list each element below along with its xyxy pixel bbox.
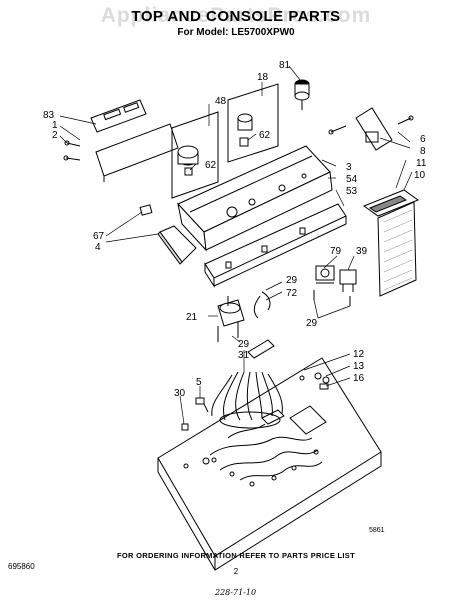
- callout-62-upper: 62: [259, 130, 271, 141]
- callout-29-middle: 29: [238, 339, 250, 350]
- callout-3: 3: [346, 162, 352, 173]
- leader-lines: [59, 65, 413, 425]
- callout-81: 81: [279, 60, 291, 71]
- callout-67: 67: [93, 231, 105, 242]
- callout-13: 13: [353, 361, 365, 372]
- page-title: TOP AND CONSOLE PARTS: [131, 8, 341, 25]
- callout-39: 39: [356, 246, 368, 257]
- callout-10: 10: [414, 170, 426, 181]
- callout-2: 2: [52, 130, 58, 141]
- handwritten-note: 228-71-10: [215, 588, 257, 597]
- callout-21: 21: [186, 312, 198, 323]
- selector-knob-assembly: [227, 83, 279, 163]
- timer: [217, 296, 245, 342]
- harness-lead: [253, 291, 271, 319]
- callout-6: 6: [420, 134, 426, 145]
- wire-harness: [211, 371, 283, 429]
- callout-18: 18: [257, 72, 269, 83]
- page-number: 2: [233, 567, 239, 576]
- push-to-start-switch: [339, 269, 357, 292]
- callout-1: 1: [52, 120, 58, 131]
- callout-62-lower: 62: [205, 160, 217, 171]
- console-body: [177, 145, 333, 252]
- callout-31: 31: [238, 350, 250, 361]
- callout-16: 16: [353, 373, 365, 384]
- callout-12: 12: [353, 349, 365, 360]
- end-cap-right: [328, 107, 414, 151]
- ordering-note: FOR ORDERING INFORMATION REFER TO PARTS …: [117, 551, 355, 560]
- rotary-switch: [315, 265, 335, 284]
- watermark: AppliancePartsPros.com: [100, 4, 372, 27]
- callout-4: 4: [95, 242, 101, 253]
- timer-knob-assembly: [171, 111, 219, 199]
- screws: [313, 290, 351, 306]
- callout-72: 72: [286, 288, 298, 299]
- lint-screen: [362, 189, 420, 297]
- model-line: For Model: LE5700XPW0: [177, 27, 295, 38]
- callout-53: 53: [346, 186, 358, 197]
- callout-79: 79: [330, 246, 342, 257]
- callout-8: 8: [420, 146, 426, 157]
- callout-11: 11: [416, 158, 427, 169]
- callout-labels: 83 1 2 48 18 81 62 62 6 8 11 10 3 54 53 …: [43, 60, 427, 399]
- dryer-top-panel: [157, 339, 382, 571]
- callout-54: 54: [346, 174, 358, 185]
- callout-5: 5: [196, 377, 202, 388]
- push-button: [294, 79, 310, 110]
- callout-83: 83: [43, 110, 55, 121]
- part-number: 695860: [8, 562, 35, 571]
- console-back-panel: [63, 99, 179, 182]
- callout-29-lower: 29: [306, 318, 318, 329]
- callout-29-upper: 29: [286, 275, 298, 286]
- control-bracket: [204, 203, 347, 288]
- figure-id: 5861: [369, 527, 385, 534]
- callout-48: 48: [215, 96, 227, 107]
- callout-30: 30: [174, 388, 186, 399]
- end-cap-left: [139, 204, 197, 265]
